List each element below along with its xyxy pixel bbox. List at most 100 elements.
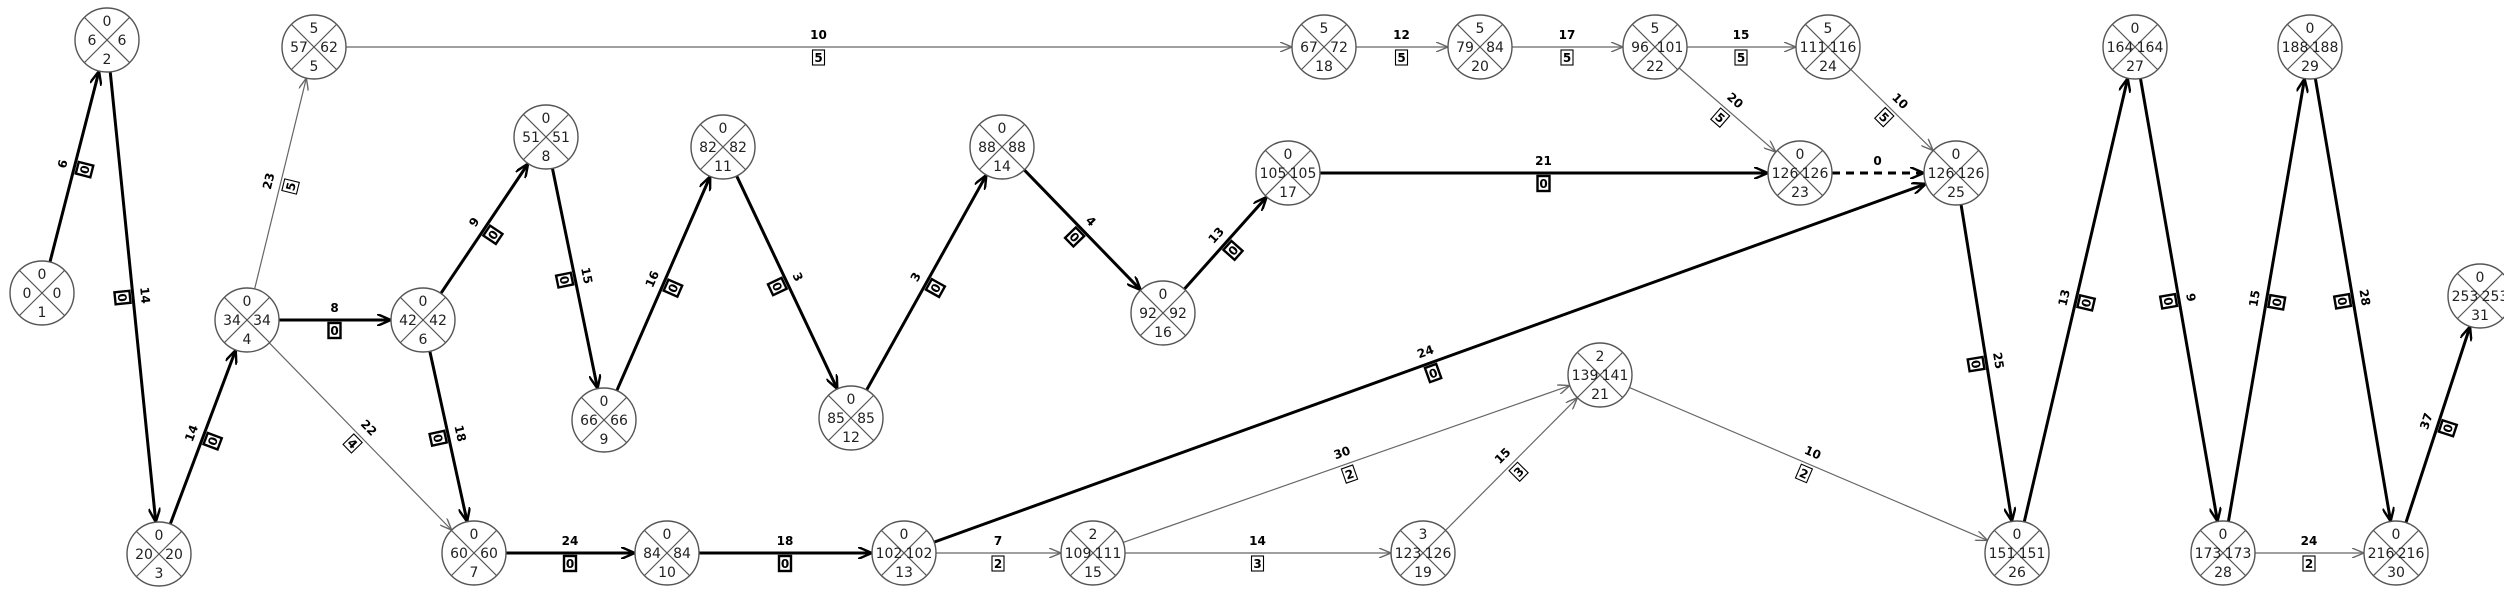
float-label: 2 <box>994 557 1002 571</box>
float-box: 3 <box>1250 555 1265 572</box>
node-bottom-value: 28 <box>2214 565 2232 581</box>
edge-labels: 140 <box>113 286 153 306</box>
node-bottom-value: 31 <box>2471 308 2489 324</box>
float-box: 0 <box>74 160 95 179</box>
float-label: 3 <box>1253 557 1261 571</box>
edge-12-14: 30 <box>865 176 986 391</box>
duration-label: 9 <box>2183 292 2198 303</box>
duration-label: 15 <box>1733 28 1750 42</box>
node-top-value: 0 <box>1796 147 1805 163</box>
edge-labels: 280 <box>2332 288 2373 310</box>
float-box: 0 <box>201 431 224 451</box>
edge-labels: 242 <box>2301 534 2317 572</box>
float-label: 0 <box>2079 297 2095 308</box>
node-bottom-value: 6 <box>419 332 428 348</box>
node-top-value: 0 <box>155 528 164 544</box>
duration-label: 3 <box>790 270 806 284</box>
node-right-value: 126 <box>1802 166 1829 182</box>
edge-line <box>1445 398 1577 531</box>
edge-labels: 80 <box>327 301 342 340</box>
node-right-value: 164 <box>2137 40 2164 56</box>
edge-labels: 240 <box>562 534 578 573</box>
node-left-value: 34 <box>223 313 241 329</box>
duration-label: 10 <box>810 28 827 42</box>
float-box: 2 <box>1340 464 1359 484</box>
node-top-value: 5 <box>310 21 319 37</box>
node-bottom-value: 21 <box>1591 387 1609 403</box>
duration-label: 37 <box>2417 411 2435 431</box>
duration-label: 18 <box>451 424 468 443</box>
edge-labels: 15 5 <box>1733 28 1750 66</box>
float-box: 0 <box>662 278 684 299</box>
node-top-value: 0 <box>2013 527 2022 543</box>
node-left-value: 126 <box>1928 166 1955 182</box>
duration-label: 0 <box>1873 154 1881 168</box>
edge-10-13: 180 <box>699 534 871 573</box>
edge-line <box>268 342 451 529</box>
edge-line <box>933 184 1925 544</box>
float-box: 2 <box>991 555 1005 572</box>
float-box: 0 <box>2266 293 2287 311</box>
node-right-value: 0 <box>53 286 62 302</box>
float-label: 2 <box>2305 557 2313 571</box>
duration-label: 30 <box>1332 443 1352 462</box>
node-right-value: 102 <box>906 546 933 562</box>
float-box: 5 <box>1734 49 1748 66</box>
node-bottom-value: 1 <box>38 305 47 321</box>
node-right-value: 34 <box>253 313 271 329</box>
node-left-value: 84 <box>643 546 661 562</box>
duration-label: 13 <box>2055 288 2072 307</box>
edge-line <box>1678 67 1775 151</box>
float-label: 0 <box>2160 296 2175 307</box>
node-right-value: 141 <box>1602 368 1629 384</box>
node-left-value: 126 <box>1772 166 1799 182</box>
float-box: 0 <box>1063 225 1086 249</box>
node-bottom-value: 29 <box>2301 59 2319 75</box>
node-right-value: 84 <box>673 546 691 562</box>
edge-line <box>735 175 837 388</box>
edge-labels: 175 <box>1559 28 1575 66</box>
node-left-value: 96 <box>1631 40 1649 56</box>
float-box: 0 <box>2437 418 2459 438</box>
edge-labels: 102 <box>1794 443 1823 484</box>
edge-line <box>1850 69 1933 149</box>
node-top-value: 0 <box>103 14 112 30</box>
float-box: 5 <box>281 178 300 195</box>
node-top-value: 0 <box>2306 21 2315 37</box>
node-right-value: 92 <box>1169 306 1187 322</box>
edge-labels: 210 <box>1535 154 1552 193</box>
node-top-value: 0 <box>847 392 856 408</box>
node-left-value: 151 <box>1989 546 2016 562</box>
float-label: 5 <box>1397 51 1405 65</box>
node-right-value: 105 <box>1290 166 1317 182</box>
node-bottom-value: 13 <box>895 565 913 581</box>
edge-labels: 72 <box>991 534 1005 572</box>
node-right-value: 173 <box>2225 546 2252 562</box>
node-right-value: 216 <box>2398 546 2425 562</box>
node-left-value: 79 <box>1456 40 1474 56</box>
node-bottom-value: 17 <box>1279 185 1297 201</box>
node-bottom-value: 15 <box>1084 565 1102 581</box>
node-bottom-value: 26 <box>2008 565 2026 581</box>
node-bottom-value: 4 <box>243 332 252 348</box>
duration-label: 25 <box>1990 351 2006 370</box>
node-right-value: 188 <box>2312 40 2339 56</box>
node-bottom-value: 7 <box>470 565 479 581</box>
node-right-value: 116 <box>1830 40 1857 56</box>
edge-labels: 150 <box>554 266 595 289</box>
float-box: 2 <box>2302 555 2316 572</box>
float-label: 5 <box>1737 51 1745 65</box>
duration-label: 14 <box>1249 534 1266 548</box>
node-left-value: 253 <box>2452 289 2479 305</box>
edge-18-20: 125 <box>1356 28 1447 66</box>
